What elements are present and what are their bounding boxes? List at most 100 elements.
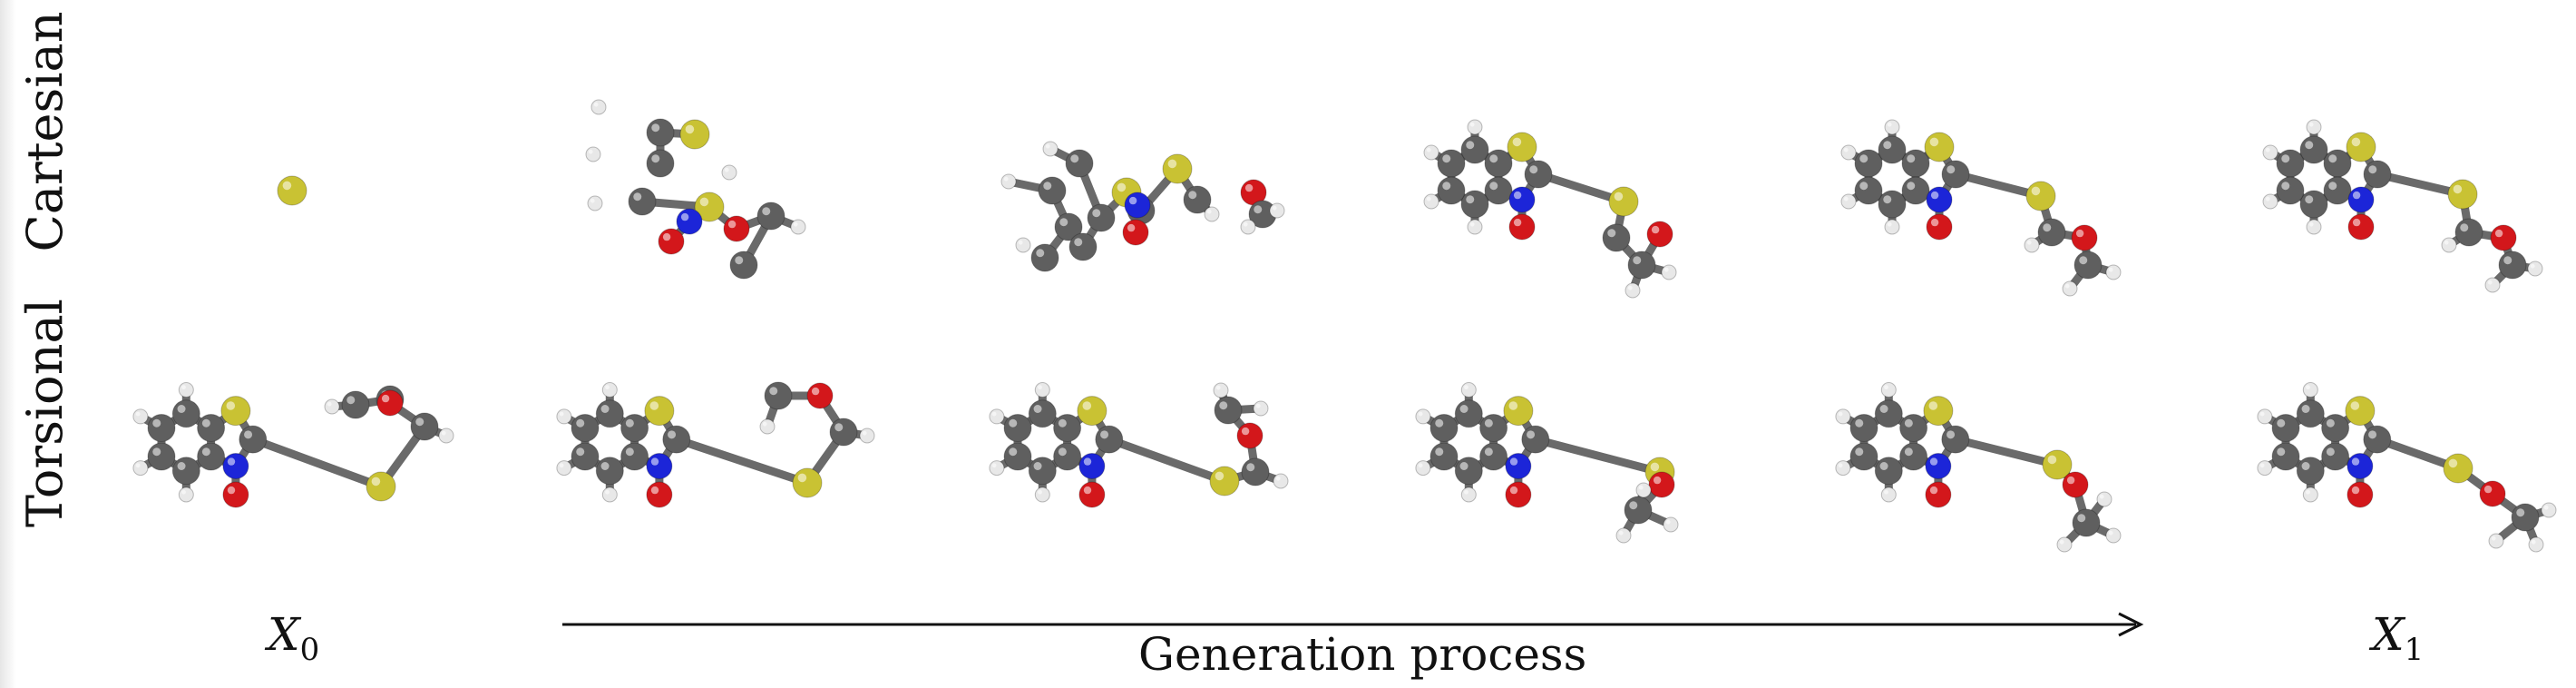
atom-s <box>366 471 396 502</box>
atom-highlight <box>1435 447 1444 457</box>
torsional-molecule-x1 <box>2257 382 2557 553</box>
atom-highlight <box>1843 196 1849 201</box>
atom-highlight <box>1117 182 1127 192</box>
atom-highlight <box>600 405 610 413</box>
atom-highlight <box>650 486 659 495</box>
atom-highlight <box>559 463 564 468</box>
atom-o <box>658 228 685 255</box>
atom-highlight <box>2277 447 2286 457</box>
atom-h <box>1034 382 1050 398</box>
atom-highlight <box>1855 447 1864 457</box>
atom-highlight <box>1127 223 1136 232</box>
atom-c <box>662 425 691 454</box>
atom-highlight <box>1043 182 1052 191</box>
atom-highlight <box>135 411 141 417</box>
atom-h <box>2062 280 2078 297</box>
atom-h <box>132 460 149 477</box>
atom-highlight <box>2306 489 2310 495</box>
atom-c <box>1484 176 1513 205</box>
atom-highlight <box>1607 229 1616 238</box>
atom-highlight <box>1883 195 1892 204</box>
atom-h <box>585 146 601 162</box>
atom-highlight <box>1426 196 1431 201</box>
atom-highlight <box>650 457 659 466</box>
atom-highlight <box>727 220 737 229</box>
atom-c <box>2299 190 2328 219</box>
atom-h <box>178 487 194 503</box>
atom-highlight <box>1219 401 1228 410</box>
atom-highlight <box>1469 221 1475 227</box>
atom-c <box>1878 190 1907 219</box>
atom-highlight <box>1633 256 1642 265</box>
atom-o <box>1646 221 1673 248</box>
atom-highlight <box>327 401 332 407</box>
x0-label: X0 <box>268 608 320 668</box>
atom-c <box>1941 425 1970 454</box>
atom-s <box>1507 132 1537 162</box>
atom-c <box>2296 457 2325 486</box>
bond <box>1531 435 1664 477</box>
atom-h <box>438 428 454 444</box>
bond <box>1534 170 1628 206</box>
atom-highlight <box>1036 249 1045 258</box>
atom-c <box>1854 149 1883 178</box>
atom-h <box>1663 516 1679 533</box>
atom-highlight <box>177 405 186 413</box>
atom-s <box>792 467 823 498</box>
atom-n <box>2347 453 2374 479</box>
bond <box>249 435 385 491</box>
atom-s <box>1162 153 1193 184</box>
atom-highlight <box>662 232 671 241</box>
atom-highlight <box>1469 122 1475 127</box>
atom-h <box>1835 460 1851 477</box>
atom-highlight <box>2108 530 2113 536</box>
torsional-molecule-step2 <box>989 382 1289 508</box>
atom-highlight <box>2066 476 2075 485</box>
atom-c <box>595 457 624 486</box>
atom-highlight <box>1947 430 1956 439</box>
atom-h <box>1423 144 1439 161</box>
atom-h <box>759 418 776 435</box>
atom-n <box>1508 186 1536 213</box>
atom-highlight <box>2281 182 2290 191</box>
atom-h <box>1269 202 1285 219</box>
atom-o <box>1505 481 1532 508</box>
atom-h <box>2302 487 2318 503</box>
atom-c <box>1479 442 1508 471</box>
atom-s <box>2443 453 2474 484</box>
atom-h <box>2302 382 2318 398</box>
atom-h <box>2441 237 2457 253</box>
atom-highlight <box>769 387 778 396</box>
atom-highlight <box>1009 447 1018 457</box>
atom-highlight <box>1879 462 1888 470</box>
cartesian-molecule-step1 <box>585 99 806 280</box>
atom-c <box>147 414 176 442</box>
atom-o <box>1122 219 1149 246</box>
atom-highlight <box>862 430 867 436</box>
atom-c <box>1038 176 1067 205</box>
atom-highlight <box>1464 489 1469 495</box>
atom-h <box>2096 491 2113 507</box>
atom-h <box>1884 119 1900 135</box>
atom-highlight <box>2516 508 2525 517</box>
atom-h <box>324 398 340 415</box>
atom-highlight <box>1058 418 1067 428</box>
atom-h <box>2306 119 2322 135</box>
atom-highlight <box>1188 191 1197 200</box>
atom-highlight <box>1887 122 1892 127</box>
atom-highlight <box>680 212 689 221</box>
atom-highlight <box>2531 539 2536 545</box>
atom-highlight <box>1929 137 1939 147</box>
atom-highlight <box>2031 186 2041 196</box>
atom-c <box>1429 442 1459 471</box>
atom-highlight <box>1070 154 1079 163</box>
atom-n <box>2347 186 2375 213</box>
atom-highlight <box>991 463 997 468</box>
atom-c <box>1878 135 1907 164</box>
atom-highlight <box>2301 405 2310 413</box>
atom-highlight <box>1206 209 1212 214</box>
atom-c <box>1624 496 1653 525</box>
atom-h <box>1880 382 1897 398</box>
atom-c <box>2072 508 2101 537</box>
atom-h <box>2484 277 2501 293</box>
